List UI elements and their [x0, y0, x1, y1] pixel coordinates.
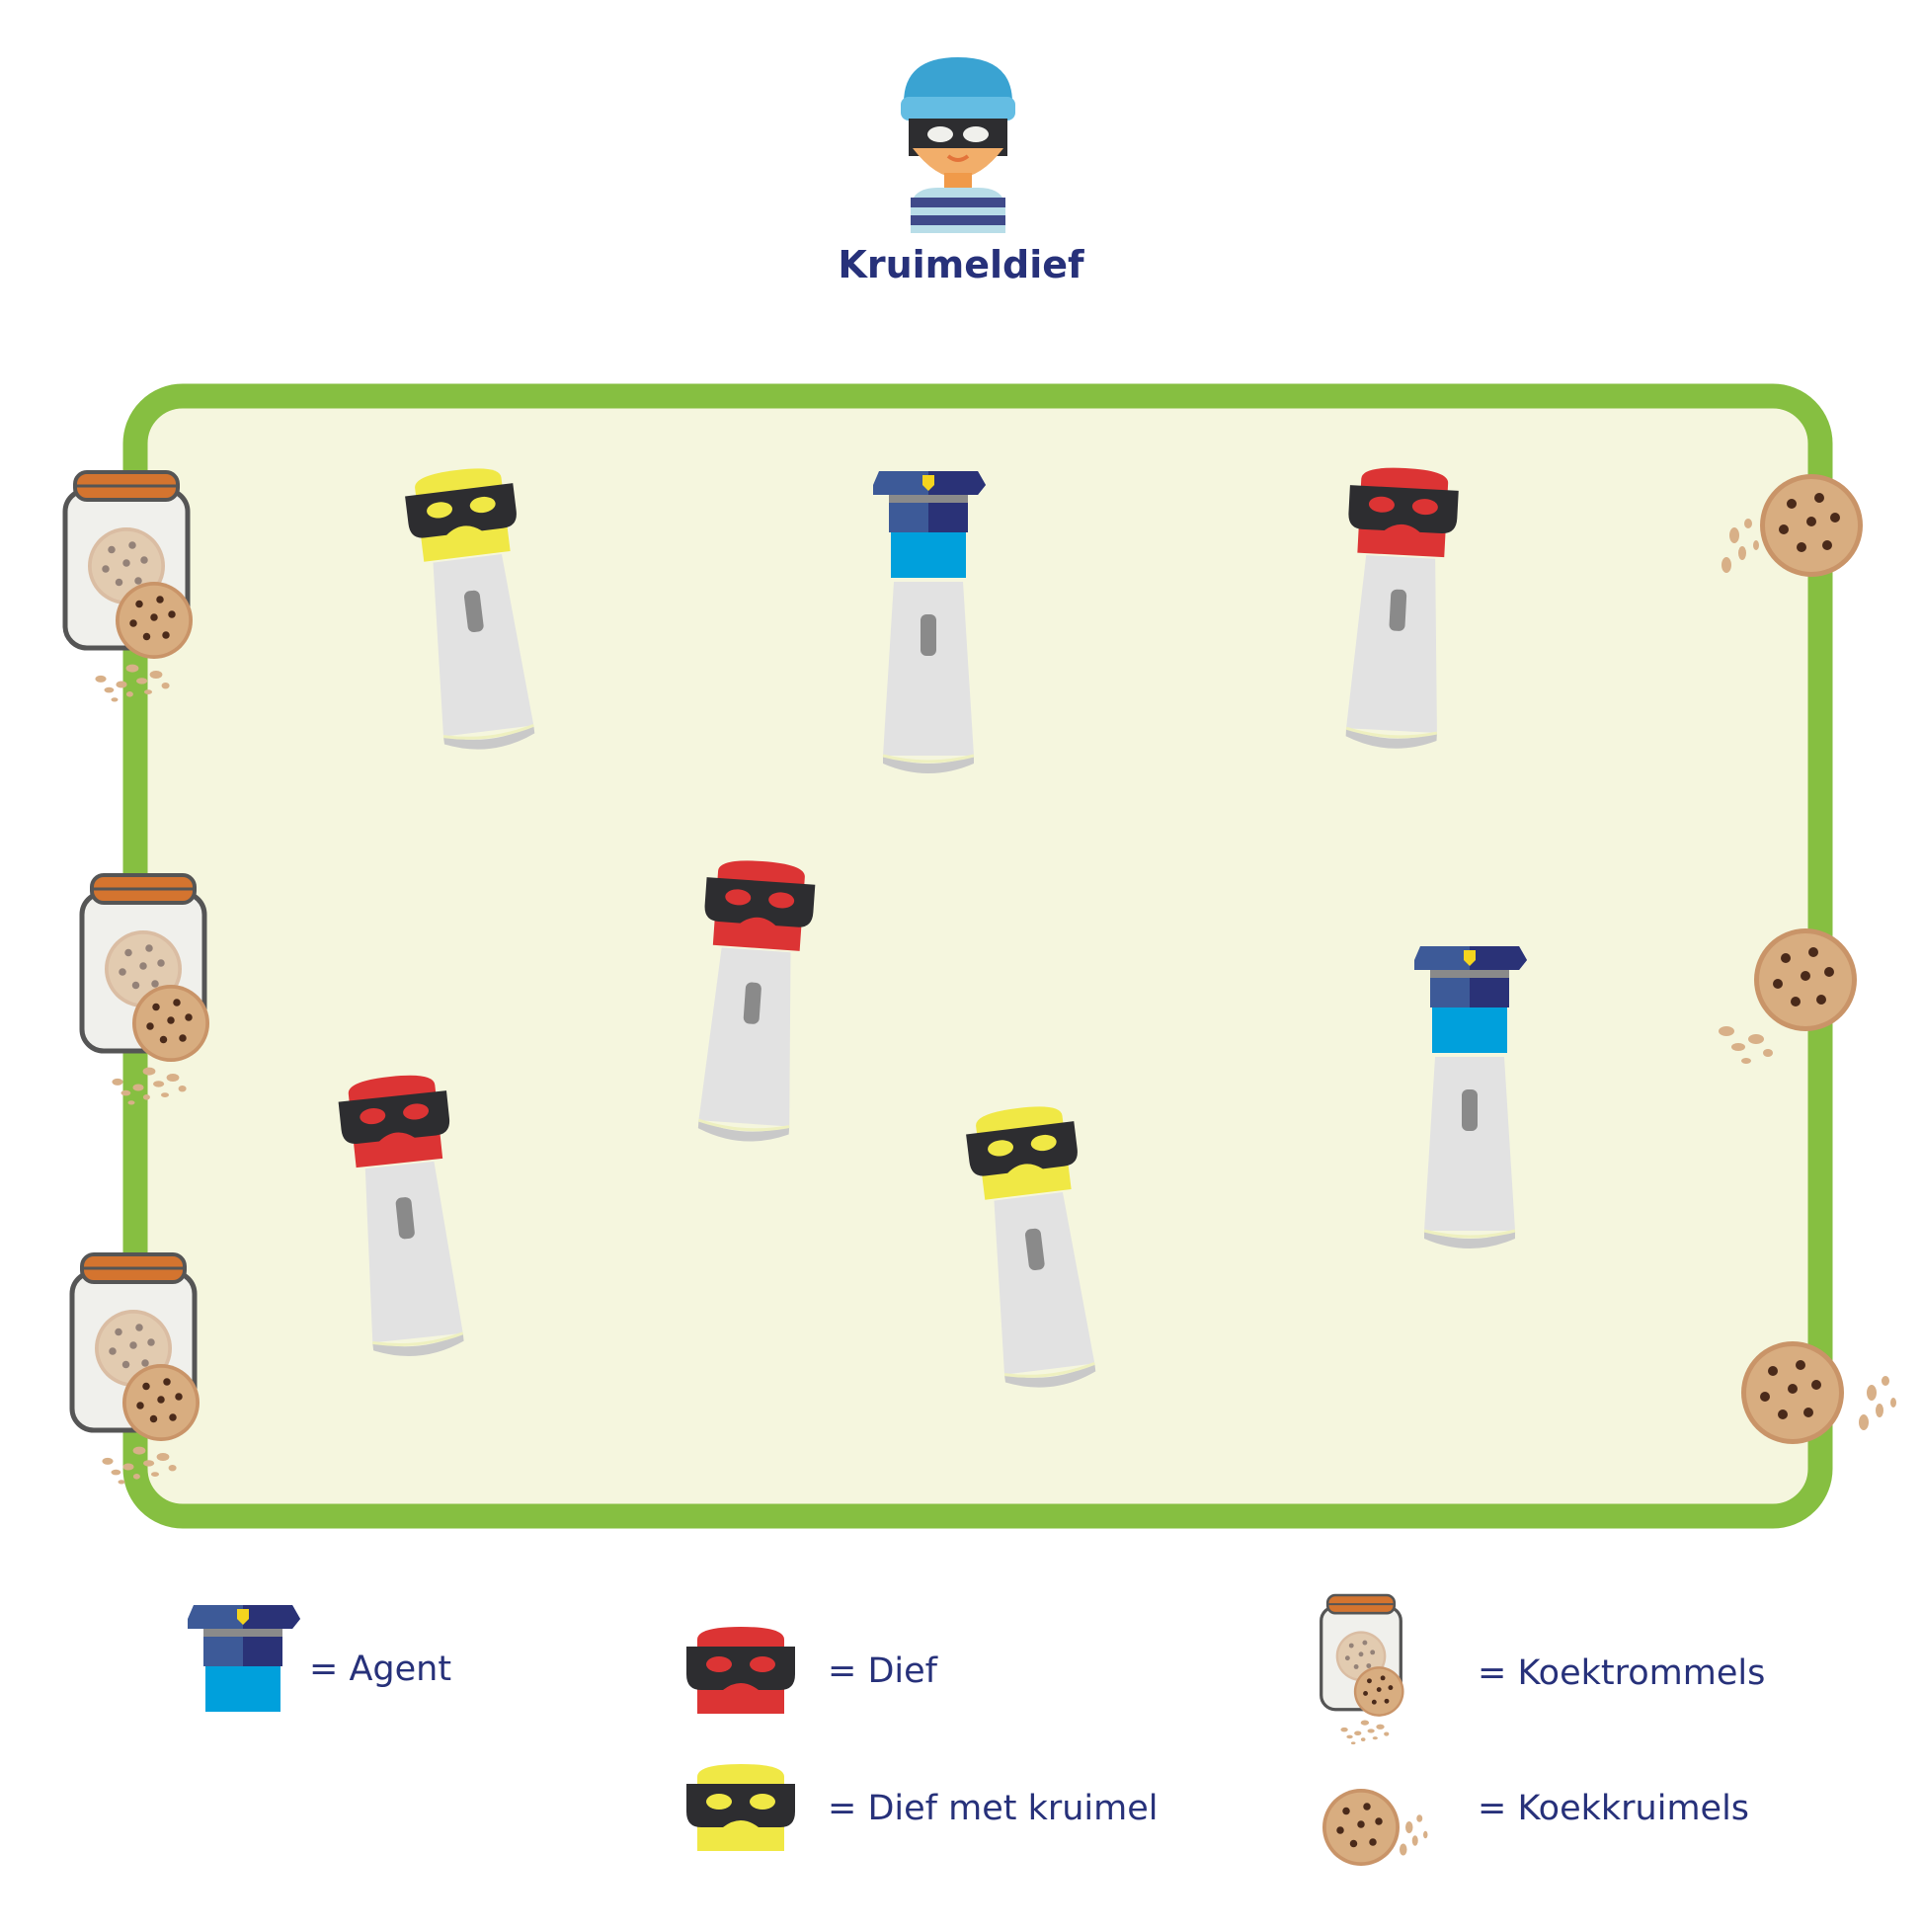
cookie-jar-icon	[1321, 1595, 1404, 1744]
page-title: Kruimeldief	[838, 243, 1084, 286]
agent-pawn-icon	[188, 1605, 300, 1712]
cookie-crumbs-icon	[1322, 1789, 1428, 1866]
thief-with-crumb-pawn-icon	[686, 1764, 795, 1851]
cookie-crumbs	[1741, 1341, 1896, 1444]
legend-thief-with-crumb-label: = Dief met kruimel	[828, 1789, 1159, 1828]
legend-cookie-jar-label: = Koektrommels	[1478, 1653, 1766, 1693]
burglar-icon	[901, 57, 1015, 233]
legend-cookie-crumbs-label: = Koekkruimels	[1478, 1789, 1750, 1828]
thief-pawn-icon	[686, 1627, 795, 1714]
legend-agent-label: = Agent	[309, 1650, 452, 1689]
legend-thief-label: = Dief	[828, 1651, 937, 1691]
